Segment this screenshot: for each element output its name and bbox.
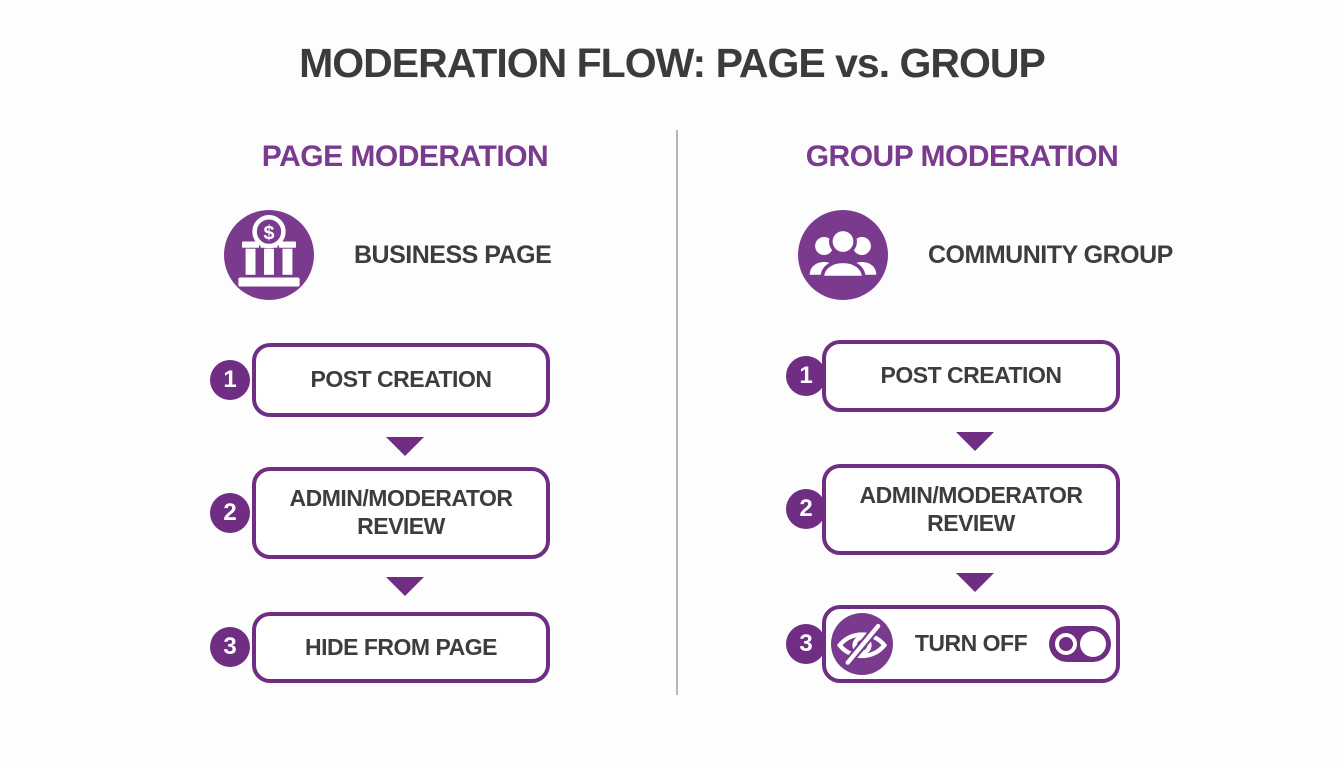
step-badge-2: 2 (786, 489, 826, 529)
column-heading-page: PAGE MODERATION (261, 140, 549, 173)
step-box-turn-off: TURN OFF (822, 605, 1120, 683)
step-badge-1: 1 (786, 356, 826, 396)
step-badge-2: 2 (210, 493, 250, 533)
toggle-ring (1055, 633, 1078, 655)
arrow-down-icon (956, 573, 994, 592)
toggle-on-icon (1049, 626, 1112, 662)
step-box-admin-review: ADMIN/MODERATOR REVIEW (822, 464, 1120, 555)
step-box-post-creation: POST CREATION (252, 343, 550, 417)
toggle-knob (1080, 631, 1107, 657)
entity-community-group: COMMUNITY GROUP (798, 210, 1173, 300)
people-group-icon (798, 210, 888, 300)
turn-off-label: TURN OFF (914, 630, 1028, 657)
step-badge-1: 1 (210, 360, 250, 400)
entity-label-community-group: COMMUNITY GROUP (928, 240, 1173, 269)
step-box-post-creation: POST CREATION (822, 340, 1120, 412)
eye-slash-icon (830, 613, 893, 675)
entity-label-business-page: BUSINESS PAGE (354, 240, 552, 269)
arrow-down-icon (386, 577, 424, 596)
column-divider (676, 130, 678, 695)
step-badge-3: 3 (786, 624, 826, 664)
column-heading-group: GROUP MODERATION (805, 140, 1119, 173)
svg-text:$: $ (263, 222, 274, 244)
page-title: MODERATION FLOW: PAGE vs. GROUP (299, 40, 1046, 86)
arrow-down-icon (386, 437, 424, 456)
step-badge-3: 3 (210, 627, 250, 667)
step-box-admin-review: ADMIN/MODERATOR REVIEW (252, 467, 550, 559)
entity-business-page: $ BUSINESS PAGE (224, 210, 552, 300)
bank-dollar-icon: $ (224, 210, 314, 300)
step-box-hide-from-page: HIDE FROM PAGE (252, 612, 550, 683)
arrow-down-icon (956, 432, 994, 451)
